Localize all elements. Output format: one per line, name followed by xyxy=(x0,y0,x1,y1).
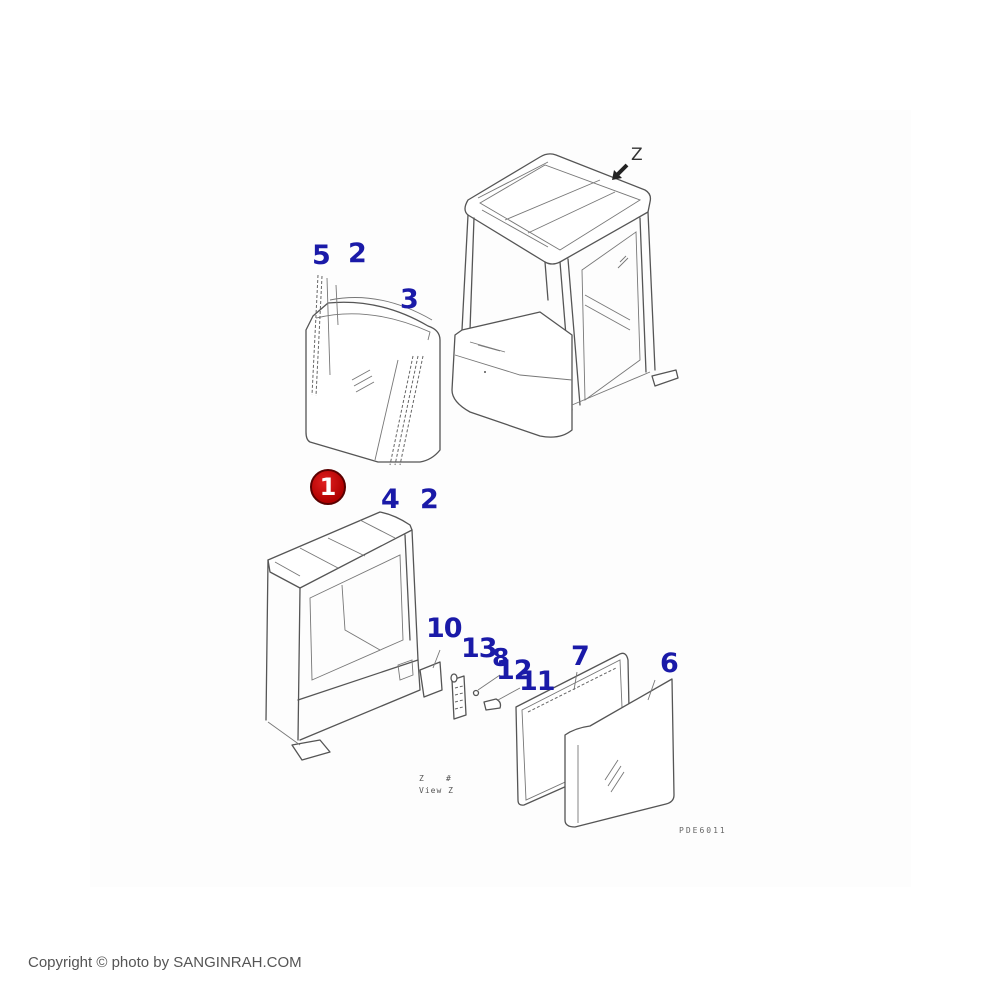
highlighted-part-badge[interactable]: 1 xyxy=(310,469,346,505)
arrow-down-left-icon xyxy=(612,163,629,180)
callout-5[interactable]: 5 xyxy=(312,240,331,271)
callout-2-bottom[interactable]: 2 xyxy=(420,484,439,515)
view-z-caption: View Z xyxy=(419,786,454,795)
view-direction-label: Z xyxy=(631,145,643,165)
callout-6[interactable]: 6 xyxy=(660,648,679,679)
callout-8[interactable]: 8 xyxy=(492,643,509,672)
callout-2-top[interactable]: 2 xyxy=(348,238,367,269)
callout-3[interactable]: 3 xyxy=(400,284,419,315)
door-glass-drawing xyxy=(564,678,675,828)
cab-assembly-drawing xyxy=(451,153,679,438)
copyright-text: Copyright © photo by SANGINRAH.COM xyxy=(28,954,302,971)
callout-4[interactable]: 4 xyxy=(381,484,400,515)
callout-7[interactable]: 7 xyxy=(571,641,590,672)
rear-window-glass-drawing xyxy=(305,274,441,466)
view-z-letter: Z xyxy=(419,774,425,783)
callout-12[interactable]: 12 xyxy=(496,655,533,686)
callout-13[interactable]: 13 xyxy=(461,633,498,664)
callout-11[interactable]: 11 xyxy=(519,666,556,697)
latch-parts-drawing xyxy=(419,649,521,720)
view-z-symbol-icon: # xyxy=(446,774,452,783)
cab-rear-section-drawing xyxy=(265,511,421,761)
drawing-code: PDE6011 xyxy=(679,826,727,835)
callout-10[interactable]: 10 xyxy=(426,613,463,644)
diagram-panel xyxy=(90,110,911,887)
